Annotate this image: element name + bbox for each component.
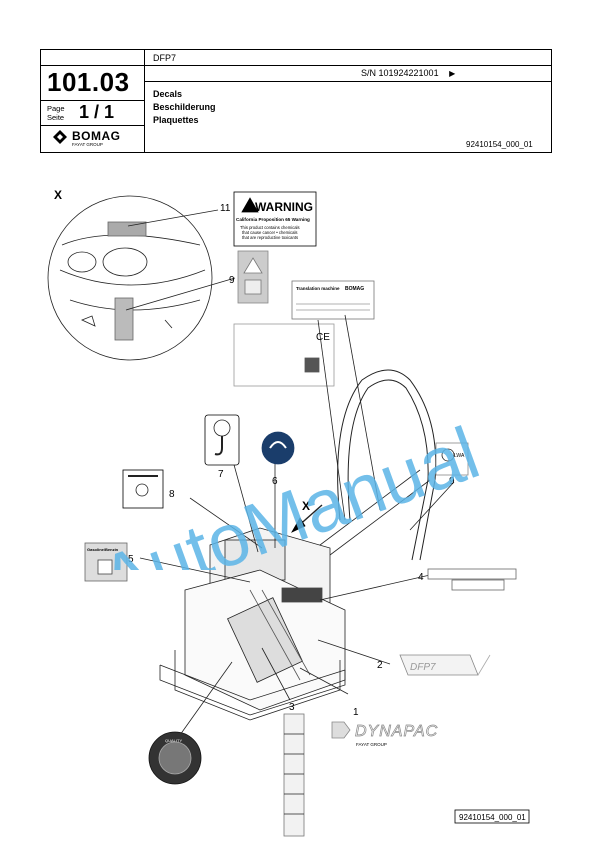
callout-1: 1: [353, 707, 359, 718]
leader-3: [261, 647, 291, 701]
leader-8: [189, 497, 263, 549]
view-label: X: [302, 499, 310, 513]
callout-11: 11: [220, 203, 231, 214]
brand-name: BOMAG: [72, 129, 121, 143]
title-fr: Plaquettes: [153, 115, 199, 125]
serial-text: S/N 101924221001: [361, 68, 439, 78]
detail-decal-9: [114, 297, 134, 341]
brand-sub: FAYAT GROUP: [72, 142, 103, 147]
leader-9b: [409, 481, 455, 531]
model-name: DFP7: [153, 53, 177, 63]
translation-brand: BOMAG: [345, 286, 364, 292]
bomag-logo: BOMAG FAYAT GROUP: [51, 128, 141, 150]
title-de: Beschilderung: [153, 102, 216, 112]
callout-5: 5: [128, 554, 134, 565]
qc-label: QUALITY: [165, 738, 182, 743]
lwa-label: LWA: [454, 453, 465, 459]
model-decal-text: DFP7: [410, 662, 436, 673]
leader-5: [139, 557, 251, 583]
callout-4: 4: [418, 572, 424, 583]
dynapac-text: DYNAPAC: [355, 723, 438, 740]
page-label-de: Seite: [47, 113, 65, 122]
page-label: Page Seite: [47, 104, 65, 122]
titles: Decals Beschilderung Plaquettes: [153, 88, 216, 127]
dynapac-logo-icon: [331, 721, 351, 739]
leader-1: [299, 667, 349, 695]
callout-9-right: 9: [449, 476, 455, 487]
detail-label: X: [54, 188, 62, 202]
serial-arrow-icon: ▶: [449, 69, 456, 78]
ce-mark: CE: [316, 332, 330, 343]
title-block-rule: [144, 81, 551, 82]
detail-circle: [47, 195, 213, 361]
title-block-rule: [41, 100, 144, 101]
leader-4: [319, 574, 431, 601]
callout-3: 3: [289, 702, 295, 713]
callout-2: 2: [377, 660, 383, 671]
callout-9-left: 9: [229, 275, 235, 286]
page-label-en: Page: [47, 104, 65, 113]
title-block-rule: [41, 65, 144, 66]
detail-outline: [61, 234, 201, 246]
ear-protection-decal: [261, 431, 295, 465]
warning-body-2: that cause cancer • chemicals: [242, 230, 297, 235]
warning-decal: [233, 191, 317, 247]
bomag-diamond-icon: [53, 130, 67, 144]
page-number: 101.03: [47, 67, 130, 97]
leader-2: [317, 639, 391, 665]
id-plate: [233, 323, 335, 387]
warning-sub: California Proposition 65 Warning: [236, 217, 310, 222]
title-block: DFP7 101.03 S/N 101924221001 ▶ Page Seit…: [40, 49, 552, 153]
doc-code: 92410154_000_01: [466, 140, 533, 149]
warning-title: WARNING: [255, 200, 313, 214]
callout-7: 7: [218, 469, 224, 480]
handle-frame: [337, 369, 437, 561]
page-count: 1 / 1: [79, 102, 115, 122]
callout-8: 8: [169, 489, 175, 500]
translation-plate: [291, 280, 375, 320]
watermark-text: AutoManual: [90, 411, 490, 570]
detail-decal-11: [107, 221, 147, 237]
callout-6: 6: [272, 476, 278, 487]
dynapac-sub: FAYAT GROUP: [356, 742, 387, 747]
figure-code-box: [454, 809, 530, 824]
title-block-rule: [144, 65, 551, 66]
watermark: AutoManual: [90, 411, 490, 570]
fuel-label: Gasoline/Benzin: [87, 547, 119, 552]
title-block-rule: [41, 125, 144, 126]
decal-strip-4: [427, 568, 517, 580]
title-en: Decals: [153, 89, 183, 99]
figure-code: 92410154_000_01: [459, 813, 526, 822]
warning-body-3: that are reproductive toxicants: [242, 235, 298, 240]
title-block-divider: [144, 50, 145, 152]
serial-number: S/N 101924221001 ▶: [361, 68, 455, 78]
translation-title: Translation machine: [296, 286, 340, 291]
warning-body-1: This product contains chemicals: [240, 225, 300, 230]
decal-strip-3: [283, 713, 305, 837]
leader-qc: [174, 661, 233, 743]
